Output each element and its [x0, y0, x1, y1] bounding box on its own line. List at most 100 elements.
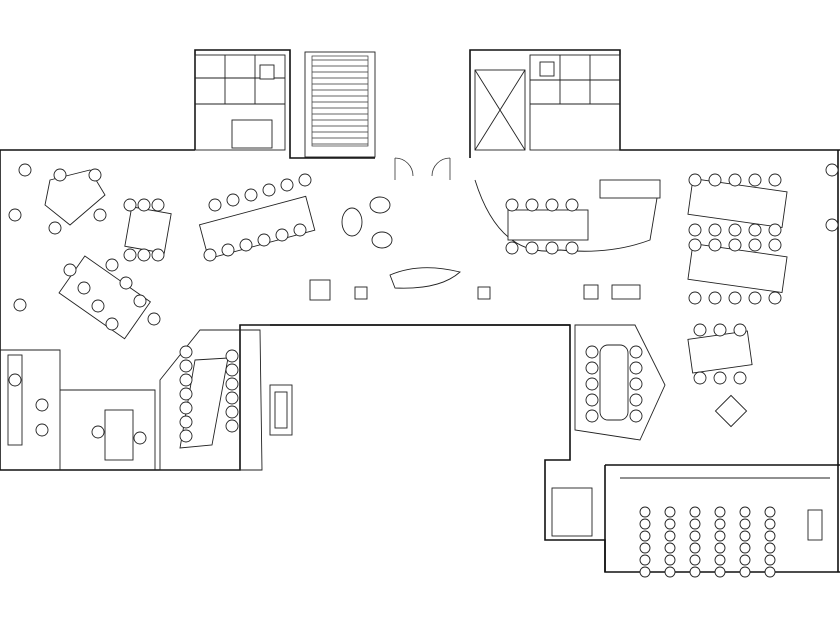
- chairs: [8, 163, 839, 578]
- chair: [733, 323, 747, 337]
- chair: [748, 223, 762, 237]
- chair: [225, 419, 239, 433]
- chair: [714, 506, 726, 518]
- chair: [179, 387, 193, 401]
- break-area: [474, 179, 661, 252]
- chair: [91, 425, 105, 439]
- chair: [226, 193, 240, 207]
- chair: [35, 423, 49, 437]
- chair: [739, 554, 751, 566]
- chair: [664, 542, 676, 554]
- chair: [689, 530, 701, 542]
- east-conference-room: [574, 324, 666, 441]
- chair: [585, 361, 599, 375]
- chair: [689, 566, 701, 578]
- lounge: [309, 196, 748, 428]
- chair: [708, 291, 722, 305]
- chair: [179, 373, 193, 387]
- chair: [639, 542, 651, 554]
- chair: [221, 243, 235, 257]
- chair: [639, 554, 651, 566]
- chair: [739, 506, 751, 518]
- main-entry-doors: [394, 157, 451, 180]
- chair: [18, 163, 32, 177]
- chair: [764, 530, 776, 542]
- chair: [293, 223, 307, 237]
- chair: [728, 238, 742, 252]
- west-offices: [0, 349, 156, 470]
- chair: [48, 221, 62, 235]
- chair: [63, 263, 77, 277]
- chair: [693, 371, 707, 385]
- chair: [688, 173, 702, 187]
- chair: [748, 291, 762, 305]
- west-stair: [304, 51, 376, 158]
- chair: [639, 530, 651, 542]
- chair: [688, 223, 702, 237]
- chair: [545, 241, 559, 255]
- chair: [505, 241, 519, 255]
- chair: [629, 377, 643, 391]
- chair: [689, 542, 701, 554]
- chair: [764, 566, 776, 578]
- chair: [133, 431, 147, 445]
- chair: [768, 173, 782, 187]
- chair: [629, 361, 643, 375]
- chair: [298, 173, 312, 187]
- chair: [713, 371, 727, 385]
- chair: [748, 238, 762, 252]
- chair: [664, 518, 676, 530]
- chair: [664, 530, 676, 542]
- chair: [88, 168, 102, 182]
- chair: [764, 506, 776, 518]
- chair: [105, 258, 119, 272]
- chair: [639, 518, 651, 530]
- chair: [262, 183, 276, 197]
- chair: [739, 518, 751, 530]
- chair: [505, 198, 519, 212]
- chair: [664, 554, 676, 566]
- chair: [689, 518, 701, 530]
- chair: [764, 542, 776, 554]
- chair: [585, 345, 599, 359]
- chair: [714, 518, 726, 530]
- chair: [768, 291, 782, 305]
- chair: [708, 238, 722, 252]
- chair: [639, 566, 651, 578]
- chair: [151, 198, 165, 212]
- chair: [179, 415, 193, 429]
- chair: [733, 371, 747, 385]
- chair: [708, 223, 722, 237]
- chair: [147, 312, 161, 326]
- chair: [91, 299, 105, 313]
- chair: [693, 323, 707, 337]
- chair: [179, 401, 193, 415]
- chair: [714, 554, 726, 566]
- chair: [257, 233, 271, 247]
- chair: [93, 208, 107, 222]
- chair: [105, 317, 119, 331]
- chair: [53, 168, 67, 182]
- chair: [123, 198, 137, 212]
- chair: [664, 506, 676, 518]
- chair: [179, 345, 193, 359]
- exterior-walls: [0, 49, 840, 573]
- chair: [8, 373, 22, 387]
- chair: [639, 506, 651, 518]
- chair: [225, 349, 239, 363]
- chair: [728, 173, 742, 187]
- workstations: [44, 169, 788, 374]
- chair: [525, 198, 539, 212]
- chair: [825, 218, 839, 232]
- chair: [137, 198, 151, 212]
- chair: [768, 223, 782, 237]
- chair: [629, 393, 643, 407]
- chair: [585, 409, 599, 423]
- chair: [714, 530, 726, 542]
- chair: [585, 377, 599, 391]
- chair: [565, 241, 579, 255]
- west-conference-room: [159, 329, 263, 471]
- chair: [739, 542, 751, 554]
- chair: [629, 409, 643, 423]
